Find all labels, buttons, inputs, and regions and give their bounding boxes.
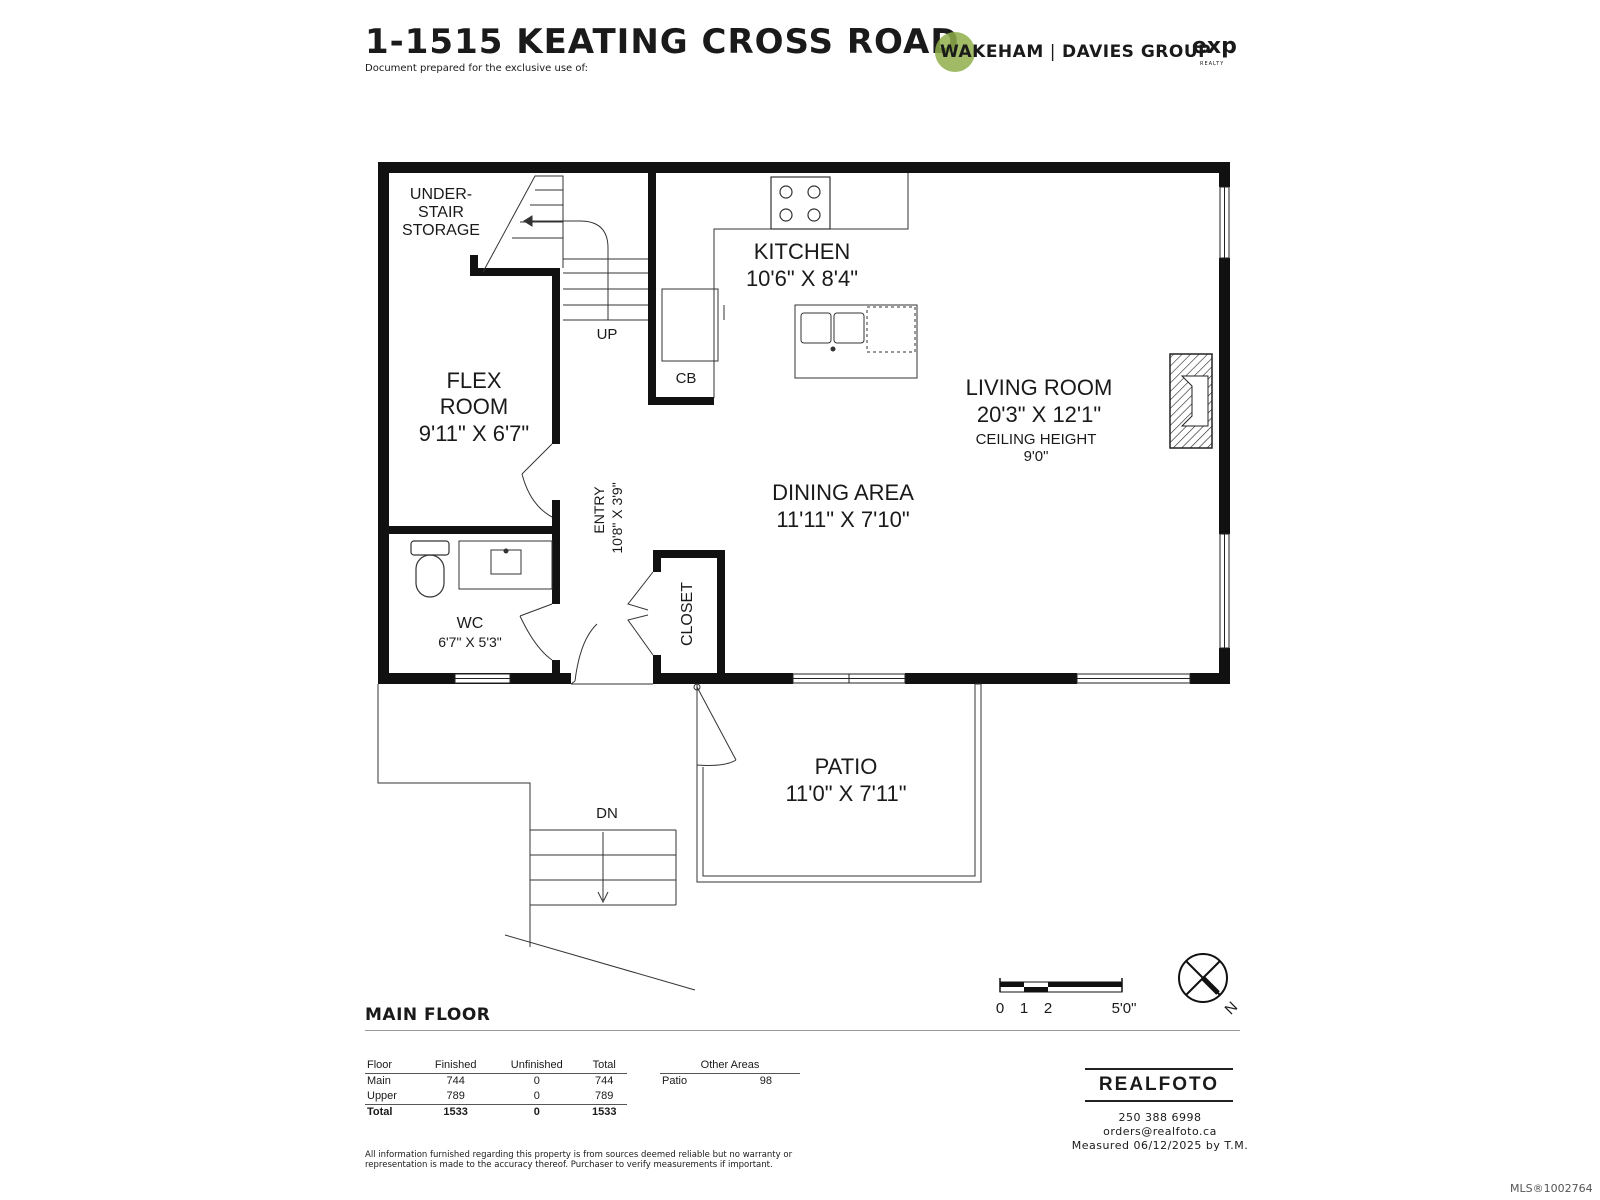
window-bottom-living <box>1076 673 1191 684</box>
stairs-up-label: UP <box>597 326 618 343</box>
page-title: 1-1515 KEATING CROSS ROAD <box>365 22 960 62</box>
table-total-row: Total 1533 0 1533 <box>365 1104 627 1120</box>
scale-label-0: 0 <box>996 1000 1004 1017</box>
exp-realty-sub: REALTY <box>1200 61 1225 67</box>
cell: 0 <box>533 1090 540 1102</box>
kitchen-label: KITCHEN <box>754 239 851 264</box>
compass-north-icon <box>1178 953 1228 1003</box>
divider <box>365 1030 1240 1031</box>
closet-label: CLOSET <box>679 582 696 646</box>
prepared-for-text: Document prepared for the exclusive use … <box>365 63 589 74</box>
table-row: Main 744 0 744 <box>365 1074 627 1090</box>
door-entry <box>570 623 653 685</box>
mls-number: MLS®1002764 <box>1510 1182 1593 1195</box>
cell: Main <box>367 1075 391 1087</box>
cell: 744 <box>446 1075 465 1087</box>
vanity-sink-icon <box>458 540 553 590</box>
understair-label-2: STAIR <box>418 204 464 221</box>
entry-dims: 10'8" X 3'9" <box>609 482 625 553</box>
other-areas-table: Other Areas Patio 98 <box>660 1058 800 1089</box>
scale-label-2: 2 <box>1044 1000 1052 1017</box>
floor-label: MAIN FLOOR <box>365 1005 491 1025</box>
kitchen-island <box>794 304 918 379</box>
brand-separator: | <box>1049 42 1056 62</box>
stove-icon <box>770 176 831 230</box>
cell: 789 <box>595 1090 614 1102</box>
stairs-down <box>530 829 677 906</box>
cell: 0 <box>492 1104 582 1120</box>
cell: Total <box>365 1104 420 1120</box>
window-right-lower <box>1219 533 1230 649</box>
sliding-door-patio <box>792 673 906 684</box>
other-areas-header: Other Areas <box>660 1058 800 1074</box>
patio-label: PATIO <box>815 754 878 779</box>
stairs-down-label: DN <box>596 805 618 822</box>
brand-right: DAVIES GROUP <box>1061 42 1212 62</box>
ceiling-height-label: CEILING HEIGHT <box>976 431 1097 448</box>
door-patio <box>693 683 737 766</box>
window-bottom-wc <box>454 673 511 684</box>
understair-label-1: UNDER- <box>410 186 472 203</box>
scale-label-5ft: 5'0" <box>1112 1000 1137 1017</box>
fireplace-icon <box>1169 353 1213 449</box>
scale-label-1: 1 <box>1020 1000 1028 1017</box>
wakeham-davies-logo: WAKEHAM | DAVIES GROUP <box>935 30 1212 74</box>
area-table: Floor Finished Unfinished Total Main 744… <box>365 1058 627 1120</box>
green-circle-icon <box>935 32 975 72</box>
realfoto-measured: Measured 06/12/2025 by T.M. <box>1071 1139 1249 1152</box>
header-floor: Floor <box>365 1058 420 1074</box>
stairs-up <box>482 175 648 321</box>
table-row: Patio 98 <box>660 1074 800 1090</box>
interior-walls <box>389 173 725 684</box>
door-wc <box>519 603 553 661</box>
dining-area-dims: 11'11" X 7'10" <box>776 507 909 532</box>
cell: 1533 <box>419 1104 493 1120</box>
toilet-icon <box>410 540 450 598</box>
cell: Upper <box>367 1090 397 1102</box>
realfoto-phone: 250 388 6998 <box>1118 1111 1202 1124</box>
cell: 744 <box>595 1075 614 1087</box>
area-table-header: Floor Finished Unfinished Total <box>365 1058 627 1074</box>
ceiling-height-value: 9'0" <box>1024 448 1049 465</box>
understair-label-3: STORAGE <box>402 222 480 239</box>
living-room-label: LIVING ROOM <box>966 375 1113 400</box>
compass-label: N <box>1222 999 1242 1019</box>
table-row: Upper 789 0 789 <box>365 1089 627 1105</box>
door-flex-room <box>521 443 553 518</box>
window-right-upper <box>1219 186 1230 259</box>
header-finished: Finished <box>419 1058 493 1074</box>
living-room-dims: 20'3" X 12'1" <box>977 402 1101 427</box>
flex-room-label-2: ROOM <box>440 394 508 419</box>
kitchen-counter <box>713 173 909 398</box>
brand-left: WAKEHAM <box>940 42 1044 62</box>
cell: 789 <box>446 1090 465 1102</box>
realfoto-contact: 250 388 6998 orders@realfoto.ca Measured… <box>1060 1111 1260 1153</box>
cell: Patio <box>662 1075 688 1087</box>
cell: 1533 <box>581 1104 627 1120</box>
patio-outline <box>377 683 982 991</box>
kitchen-dims: 10'6" X 8'4" <box>746 266 858 291</box>
header-unfinished: Unfinished <box>492 1058 582 1074</box>
patio-dims: 11'0" X 7'11" <box>785 781 906 806</box>
header-total: Total <box>581 1058 627 1074</box>
wc-label: WC <box>457 615 484 632</box>
entry-label: ENTRY <box>591 486 607 534</box>
scale-bar <box>999 978 1123 993</box>
cb-label: CB <box>676 370 697 387</box>
flex-room-label-1: FLEX <box>446 368 501 393</box>
realfoto-logo: REALFOTO <box>1085 1068 1233 1102</box>
exp-realty-logo: exp <box>1192 34 1237 59</box>
cell: 0 <box>533 1075 540 1087</box>
fridge-icon <box>661 288 725 362</box>
disclaimer: All information furnished regarding this… <box>365 1150 793 1170</box>
other-areas-header-row: Other Areas <box>660 1058 800 1074</box>
door-closet <box>627 571 654 656</box>
flex-room-dims: 9'11" X 6'7" <box>419 421 529 446</box>
wc-dims: 6'7" X 5'3" <box>438 634 502 650</box>
realfoto-email: orders@realfoto.ca <box>1103 1125 1217 1138</box>
dining-area-label: DINING AREA <box>772 480 914 505</box>
cell: 98 <box>759 1075 772 1087</box>
